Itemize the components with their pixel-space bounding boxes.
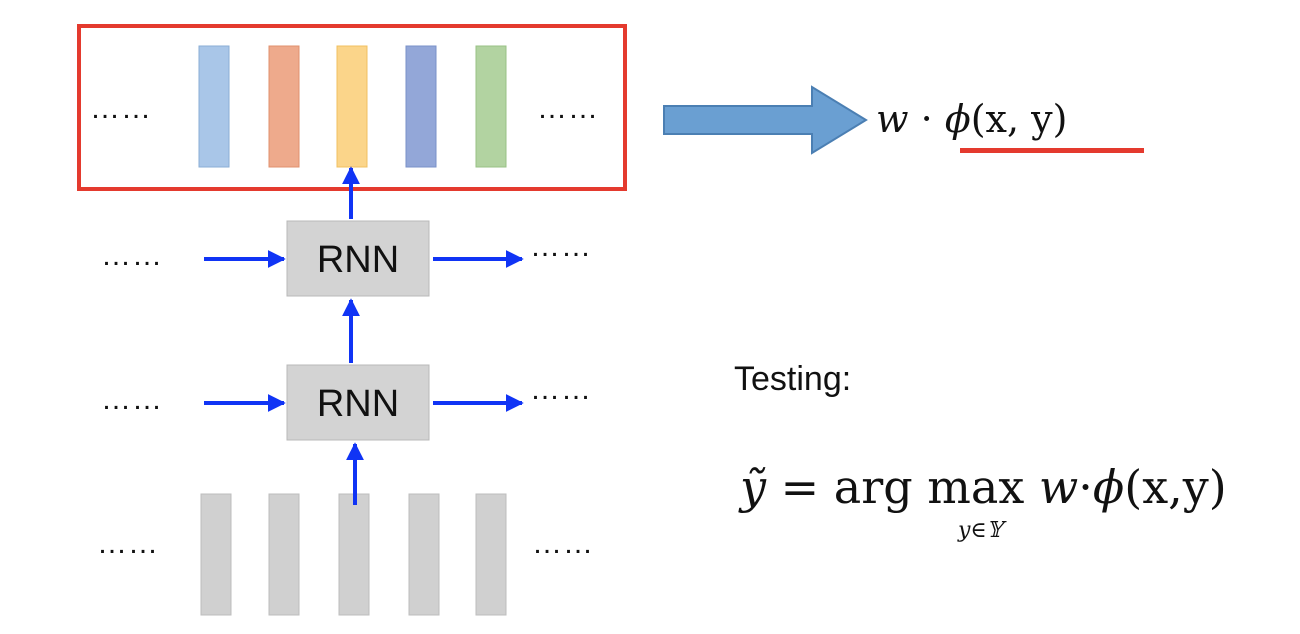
rnn-label-bottom: RNN: [317, 383, 399, 425]
input-bar-1: [200, 493, 232, 616]
input-bar-2: [268, 493, 300, 616]
rnn-label-top: RNN: [317, 239, 399, 281]
argmax-subscript: y∈𝕐: [958, 518, 1003, 543]
testing-rhs-dot: ·: [1078, 460, 1093, 514]
ellipsis-output-left: ……: [90, 92, 152, 125]
big-right-arrow: [663, 85, 868, 155]
ellipsis-rnn-top-left: ……: [101, 239, 163, 272]
feature-w: w: [876, 97, 909, 141]
output-bar-2: [268, 45, 300, 168]
testing-rhs-w: w: [1038, 460, 1079, 514]
output-bar-1: [198, 45, 230, 168]
testing-label: Testing:: [734, 360, 852, 398]
output-bar-4: [405, 45, 437, 168]
ellipsis-input-right: ……: [532, 527, 594, 560]
testing-equals: =: [780, 460, 820, 514]
feature-underline: [960, 148, 1144, 153]
input-bar-5: [475, 493, 507, 616]
input-bar-4: [408, 493, 440, 616]
rnn-box-bottom: [286, 364, 430, 441]
feature-args: (x, y): [970, 97, 1068, 141]
input-bar-3: [338, 493, 370, 616]
output-bar-3: [336, 45, 368, 168]
testing-formula: ỹ = arg max w·ϕ(x,y): [740, 464, 1227, 510]
testing-lhs: ỹ: [740, 460, 766, 514]
ellipsis-rnn-top-right: ……: [530, 230, 592, 263]
ellipsis-output-right: ……: [537, 92, 599, 125]
rnn-box-top: [286, 220, 430, 297]
feature-phi: ϕ: [944, 97, 971, 141]
feature-expression: w · ϕ(x, y): [876, 100, 1067, 138]
testing-rhs-args: (x,y): [1124, 460, 1227, 514]
ellipsis-input-left: ……: [97, 527, 159, 560]
testing-rhs-phi: ϕ: [1092, 460, 1125, 514]
ellipsis-rnn-bottom-left: ……: [101, 383, 163, 416]
feature-dot: ·: [920, 97, 933, 141]
ellipsis-rnn-bottom-right: ……: [530, 373, 592, 406]
testing-argmax: arg max: [833, 460, 1025, 514]
output-bar-5: [475, 45, 507, 168]
